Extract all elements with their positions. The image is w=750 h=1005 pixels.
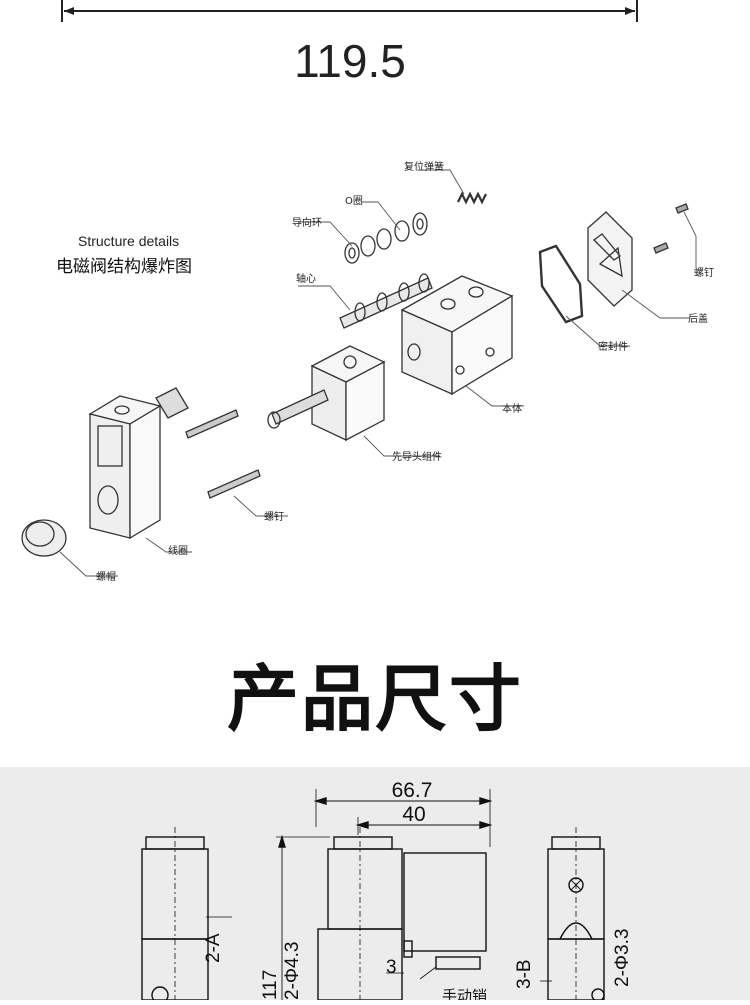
exploded-diagram (21, 169, 697, 577)
dim-width-total: 66.7 (392, 779, 433, 802)
pilot-head-part (267, 345, 386, 442)
label-guide-ring: 导向环 (292, 218, 322, 229)
label-coil: 线圈 (168, 546, 188, 557)
dim-manual-pin: 手动销 (442, 988, 487, 1000)
label-nut-cap: 螺帽 (96, 572, 116, 583)
label-screw-bottom: 螺钉 (264, 512, 284, 523)
exploded-title-cn: 电磁阀结构爆炸图 (56, 257, 192, 276)
valve-body-part (400, 275, 514, 396)
label-o-ring: O圈 (345, 196, 363, 207)
dimension-drawing: 66.7 40 2-A 117 2-Φ4.3 3 手动销 3-B 2-Φ3.3 (141, 779, 633, 1005)
dim-hole-right: 2-Φ3.3 (612, 929, 633, 987)
top-dimension-value: 119.5 (294, 35, 406, 87)
label-pilot-head: 先导头组件 (392, 452, 442, 463)
nut-cap-part (21, 519, 67, 557)
label-gasket: 密封件 (598, 342, 628, 353)
left-view (141, 827, 232, 1004)
rear-cover-part (587, 211, 633, 307)
dimension-drawing-panel: 66.7 40 2-A 117 2-Φ4.3 3 手动销 3-B 2-Φ3.3 (0, 767, 750, 1005)
label-body: 本体 (502, 404, 522, 415)
dim-port-3: 3 (386, 957, 397, 978)
dim-width-inner: 40 (402, 803, 425, 826)
dim-port-b: 3-B (514, 959, 535, 989)
o-ring-part (344, 212, 428, 264)
lower-screws-part (185, 409, 261, 499)
top-screws-part (653, 203, 689, 254)
coil-part (88, 387, 189, 540)
middle-view (276, 789, 493, 1001)
right-view (540, 827, 605, 1002)
dim-hole-left: 2-Φ4.3 (282, 942, 303, 1000)
reset-spring-part (457, 191, 487, 205)
exploded-title-en: Structure details (78, 233, 180, 249)
label-reset-spring: 复位弹簧 (404, 162, 444, 173)
section-title: 产品尺寸 (226, 657, 523, 741)
label-rear-cover: 后盖 (688, 314, 708, 325)
top-dimension-line (61, 0, 638, 22)
spool-part (339, 273, 433, 329)
label-screw-top: 螺钉 (694, 268, 714, 279)
gasket-part (538, 244, 584, 324)
dim-port-a: 2-A (203, 933, 224, 963)
dim-height: 117 (260, 970, 281, 1000)
label-spool: 轴心 (296, 274, 316, 285)
